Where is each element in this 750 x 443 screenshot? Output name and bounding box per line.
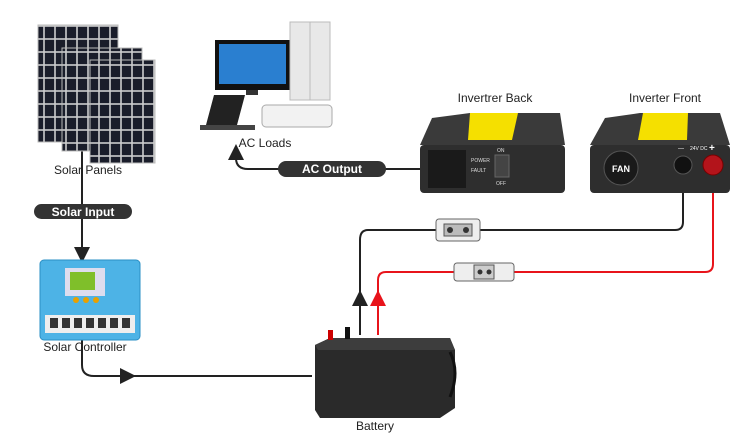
solar-controller-image bbox=[39, 259, 141, 341]
solar-panels-image bbox=[37, 24, 156, 164]
positive-wire bbox=[370, 175, 714, 335]
voltage-label: 24V DC bbox=[690, 146, 708, 152]
ac-output-pill: AC Output bbox=[278, 161, 386, 177]
negative-terminal bbox=[673, 155, 693, 175]
negative-fuse bbox=[435, 218, 481, 242]
negative-wire bbox=[352, 170, 684, 335]
inverter-back-image: ON OFF POWER FAULT bbox=[420, 113, 565, 193]
positive-fuse bbox=[453, 262, 515, 282]
solar-input-pill: Solar Input bbox=[34, 204, 132, 219]
plus-label: + bbox=[709, 143, 715, 154]
on-label: ON bbox=[497, 148, 505, 154]
inverter-front-image: FAN — 24V DC + bbox=[590, 113, 730, 193]
controller-to-battery-wire bbox=[81, 340, 312, 384]
battery-image bbox=[315, 327, 457, 418]
inverter-back-label: Invertrer Back bbox=[458, 91, 534, 105]
minus-label: — bbox=[678, 146, 684, 152]
ac-output-label: AC Output bbox=[302, 162, 362, 176]
power-label: POWER bbox=[471, 158, 490, 164]
fault-label: FAULT bbox=[471, 168, 486, 174]
solar-panels-label: Solar Panels bbox=[54, 163, 122, 177]
ac-output-wire bbox=[228, 144, 425, 170]
battery-label: Battery bbox=[356, 419, 394, 433]
off-label: OFF bbox=[496, 181, 506, 187]
inverter-front-label: Inverter Front bbox=[629, 91, 702, 105]
fan-label: FAN bbox=[612, 164, 630, 174]
solar-controller-label: Solar Controller bbox=[43, 340, 126, 354]
positive-terminal bbox=[702, 154, 724, 176]
solar-input-label: Solar Input bbox=[52, 205, 115, 219]
ac-loads-image bbox=[200, 21, 333, 130]
ac-loads-label: AC Loads bbox=[239, 136, 292, 150]
